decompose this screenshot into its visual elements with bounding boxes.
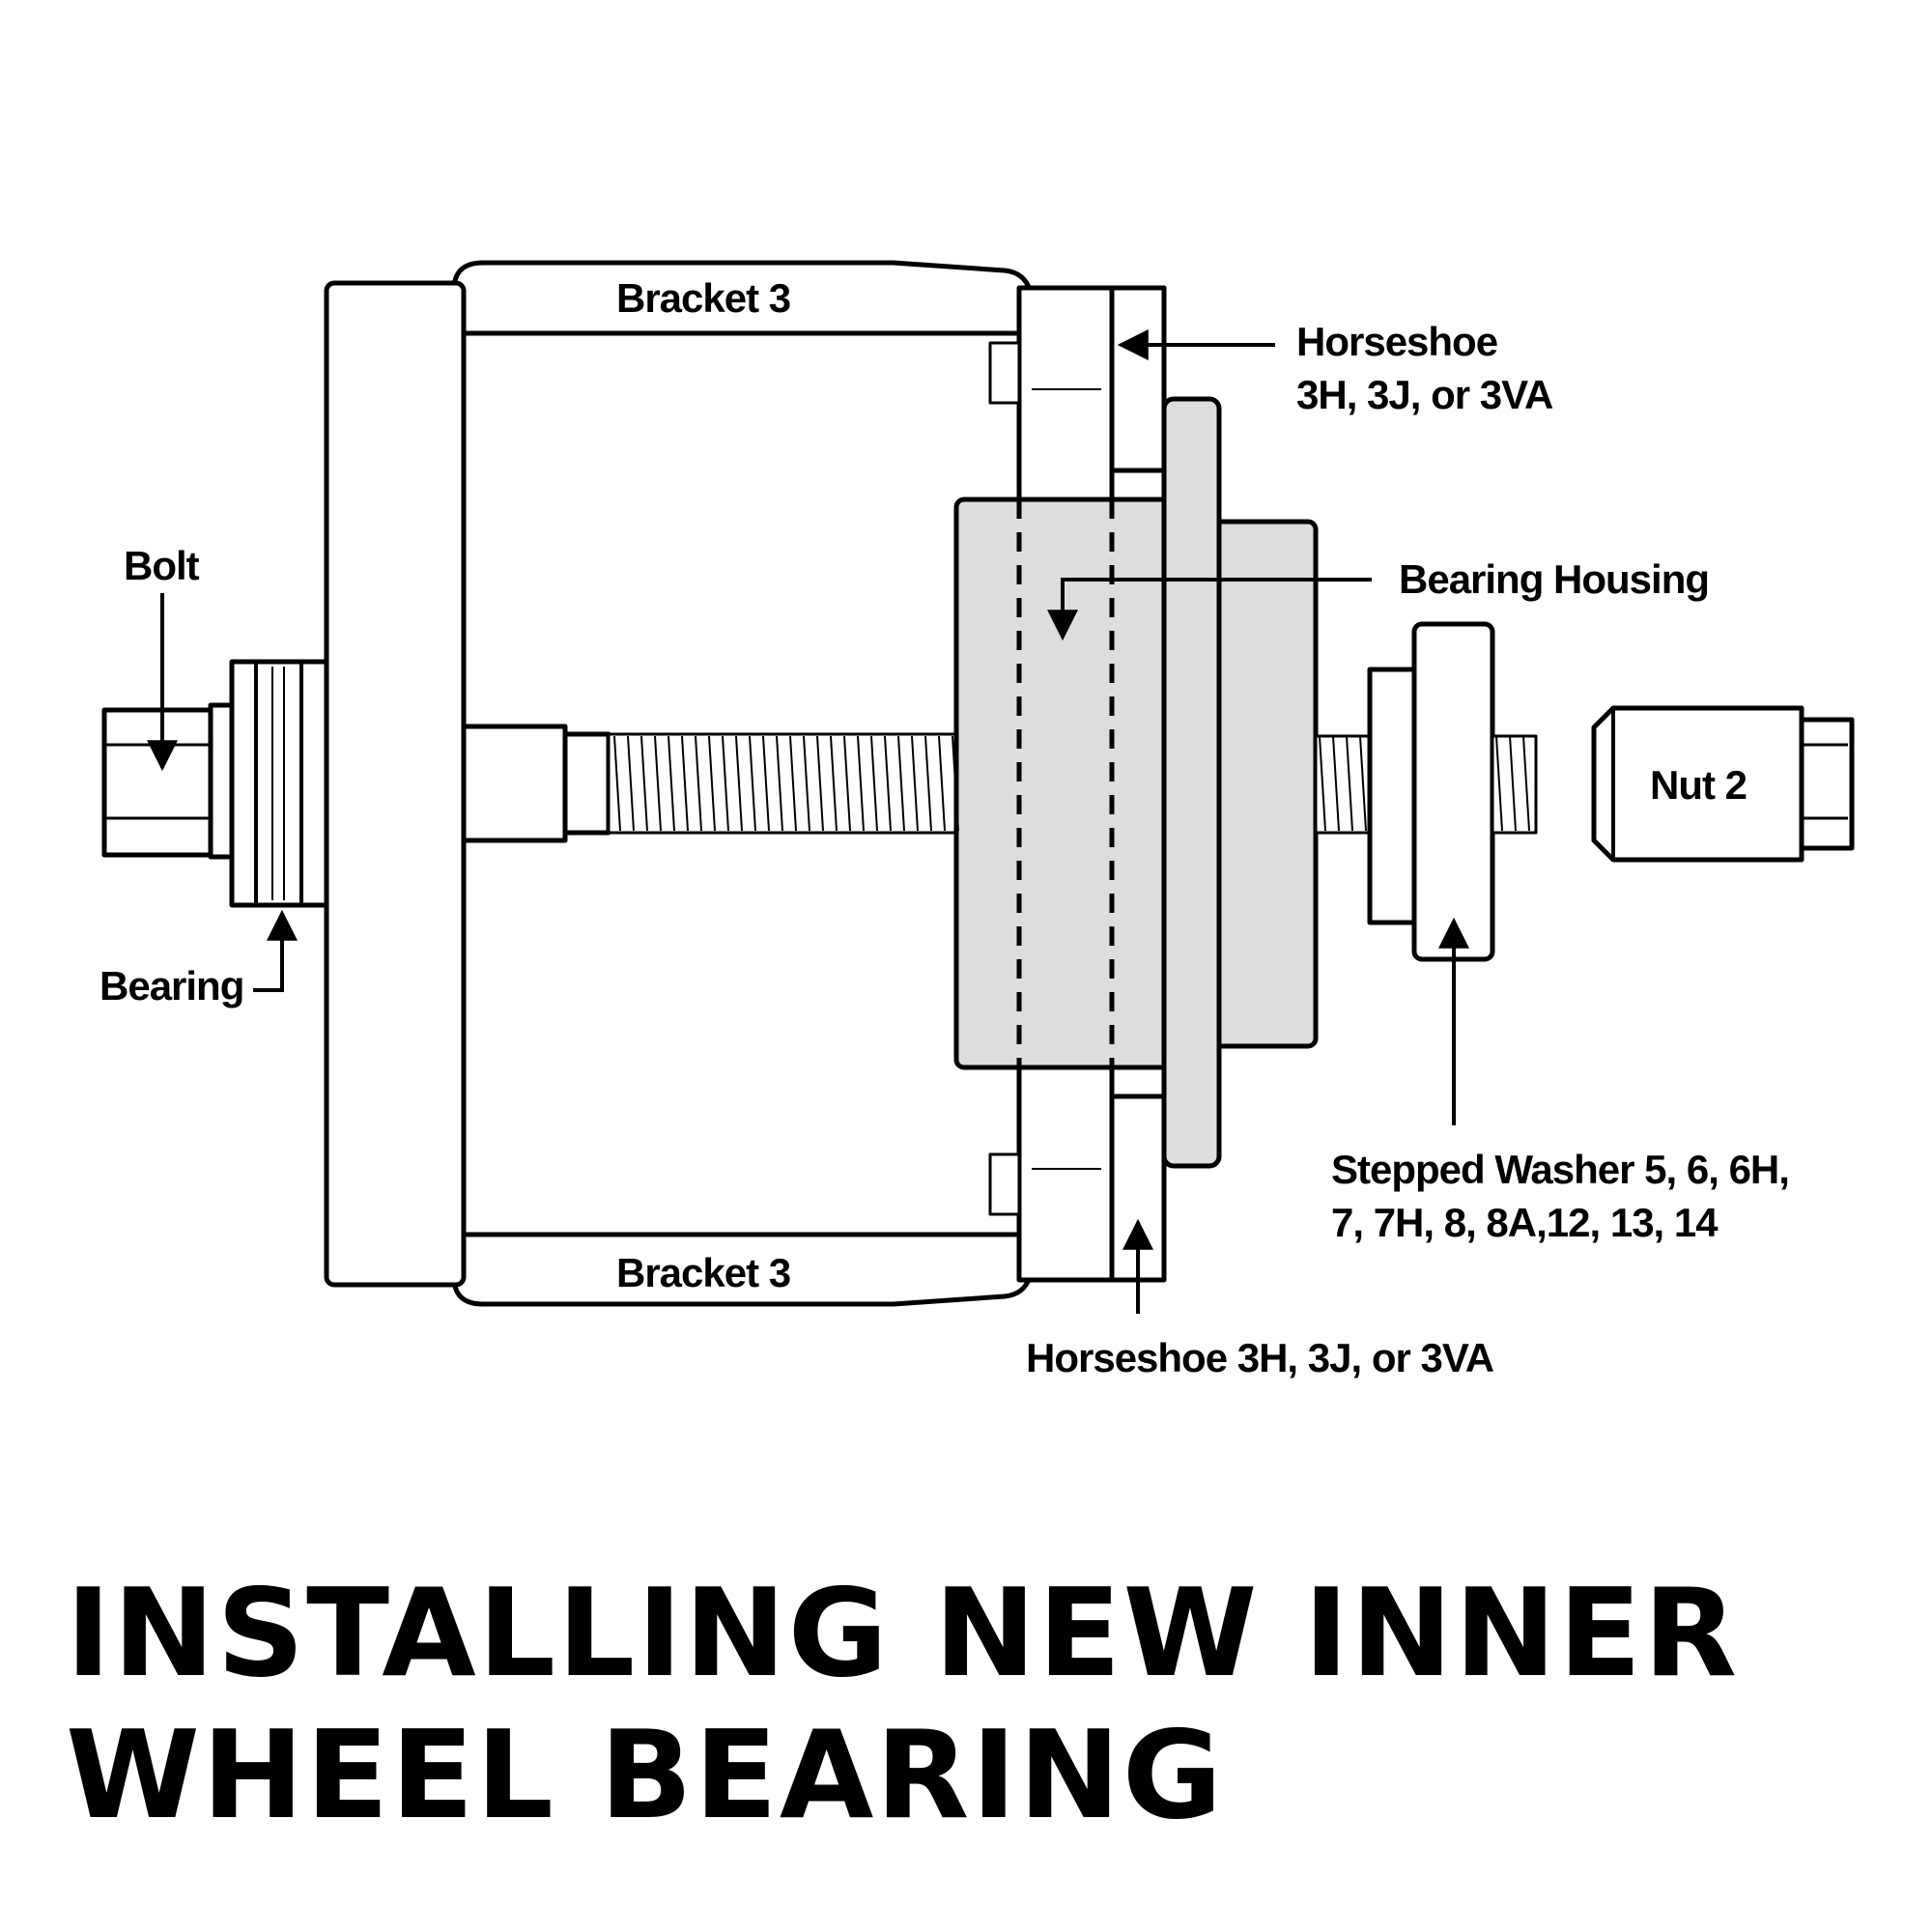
shaft-collar — [562, 731, 611, 836]
bearing-housing-right — [1205, 519, 1319, 1049]
label-horseshoe-top-1: Horseshoe — [1296, 319, 1497, 364]
bolt-collar — [208, 702, 235, 860]
label-bracket-bottom: Bracket 3 — [616, 1250, 790, 1295]
label-nut: Nut 2 — [1650, 762, 1747, 808]
label-bearing-housing: Bearing Housing — [1399, 556, 1709, 602]
title-line-2: WHEEL BEARING — [66, 1704, 1225, 1846]
bracket-top — [451, 260, 1033, 336]
label-bearing: Bearing — [99, 963, 243, 1009]
housing-leader — [1047, 578, 1372, 641]
thread-marks — [613, 735, 1530, 832]
horseshoe-top-block — [1016, 285, 1115, 502]
bearing-leader — [253, 909, 298, 992]
label-stepped-washer-1: Stepped Washer 5, 6, 6H, — [1331, 1147, 1789, 1192]
label-bracket-top: Bracket 3 — [616, 275, 790, 321]
nut-hex — [1799, 717, 1855, 851]
label-horseshoe-top-2: 3H, 3J, or 3VA — [1296, 372, 1553, 417]
horseshoe-top-plate — [1109, 285, 1167, 473]
label-stepped-washer-2: 7, 7H, 8, 8A,12, 13, 14 — [1331, 1200, 1719, 1245]
small-bolt-top — [988, 341, 1021, 405]
horseshoe-bottom-block — [1016, 1065, 1115, 1283]
title-line-1: INSTALLING NEW INNER — [66, 1562, 1740, 1704]
bearing — [229, 659, 329, 908]
label-bolt: Bolt — [124, 543, 200, 588]
gray-plate — [1161, 396, 1222, 1169]
shaft-plain — [461, 724, 568, 843]
label-horseshoe-bottom: Horseshoe 3H, 3J, or 3VA — [1026, 1335, 1494, 1380]
stepped-washer-small — [1367, 667, 1417, 925]
small-bolt-bottom — [988, 1152, 1021, 1216]
left-plate — [324, 280, 467, 1288]
bolt-head — [101, 707, 213, 858]
stepped-washer-large — [1411, 621, 1495, 962]
